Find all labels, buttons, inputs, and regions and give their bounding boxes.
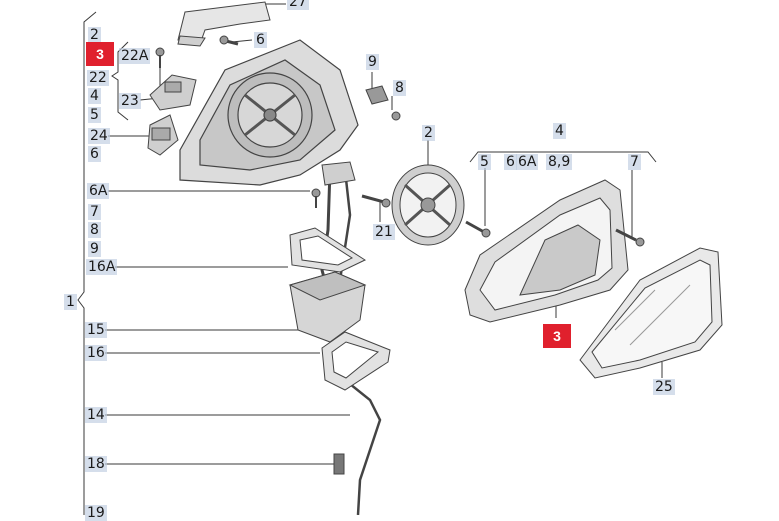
grommet-part (321, 331, 391, 391)
screw-part (155, 47, 165, 68)
callout-label: 6 (504, 154, 517, 170)
callout-label: 14 (85, 407, 107, 423)
callout-label: 22A (119, 48, 151, 64)
callout-label: 5 (478, 154, 491, 170)
callout-label: 5 (88, 107, 101, 123)
carrier-plate-part (391, 164, 465, 246)
badge-part-3[interactable]: 3 (543, 324, 571, 348)
screw-part (465, 220, 491, 238)
callout-label: 2 (422, 125, 435, 141)
callout-label: 27 (287, 0, 309, 10)
badge-part-3[interactable]: 3 (86, 42, 114, 66)
leader-line (231, 39, 253, 43)
screw-part (311, 188, 391, 208)
callout-label: 23 (119, 93, 141, 109)
callout-label: 6A (516, 154, 539, 170)
clip-part (365, 85, 401, 121)
callout-label: 2 (88, 27, 101, 43)
clip-part (333, 453, 345, 475)
callout-label: 1 (64, 294, 77, 310)
callout-label: 4 (88, 88, 101, 104)
bracket-line-4 (469, 151, 657, 163)
motor-part (147, 114, 179, 156)
mirror-glass-part (579, 247, 723, 379)
screw-part (219, 35, 239, 46)
callout-label: 8 (393, 80, 406, 96)
callout-label: 18 (85, 456, 107, 472)
callout-label: 9 (366, 54, 379, 70)
connector-part (149, 74, 197, 111)
bracket-line-22 (111, 41, 129, 121)
callout-label: 16A (86, 259, 118, 275)
callout-label: 22 (87, 70, 109, 86)
callout-label: 19 (85, 505, 107, 521)
callout-label: 8,9 (546, 154, 573, 170)
mirror-housing-part (179, 39, 359, 186)
callout-label: 7 (628, 154, 641, 170)
callout-label: 24 (88, 128, 110, 144)
callout-label: 15 (85, 322, 107, 338)
cable-holder-part (321, 161, 356, 186)
callout-label: 25 (653, 379, 675, 395)
callout-label: 8 (88, 222, 101, 238)
callout-label: 9 (88, 241, 101, 257)
callout-label: 6 (254, 32, 267, 48)
grommet-part (289, 227, 367, 273)
callout-label: 21 (373, 224, 395, 240)
screw-part (615, 228, 645, 247)
callout-label: 6A (87, 183, 110, 199)
boot-part (288, 271, 367, 343)
callout-label: 6 (88, 146, 101, 162)
callout-label: 7 (88, 204, 101, 220)
callout-label: 4 (553, 123, 566, 139)
mirror-frame-part (464, 179, 629, 323)
bracket-line-main (77, 11, 97, 515)
mirror-bracket-part (177, 1, 271, 47)
callout-label: 16 (85, 345, 107, 361)
